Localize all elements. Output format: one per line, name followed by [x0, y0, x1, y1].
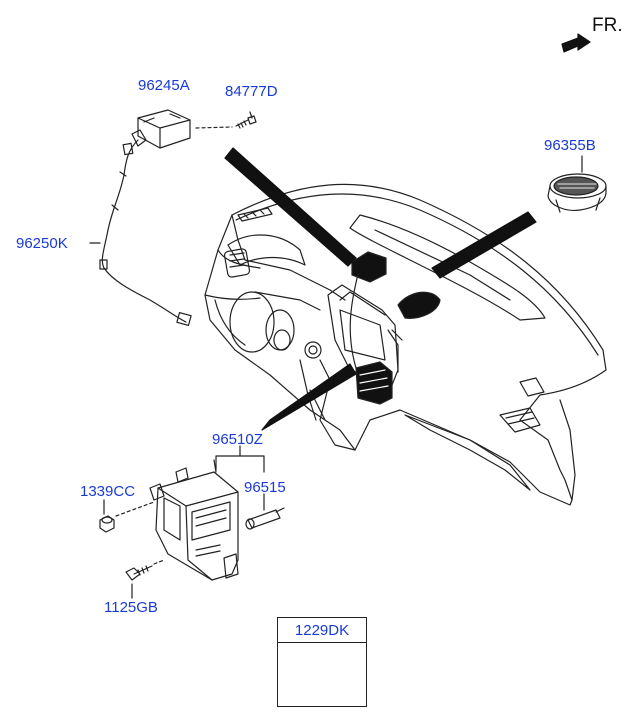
front-direction-label: FR. — [592, 15, 623, 36]
box-divider — [278, 642, 366, 643]
callout-96245A[interactable]: 96245A — [138, 77, 190, 94]
nut-1339CC — [99, 499, 155, 533]
sensor-96515 — [245, 493, 285, 530]
front-direction-arrow-icon — [561, 33, 591, 53]
part-1229DK-box: 1229DK — [277, 617, 367, 707]
callout-96250K[interactable]: 96250K — [16, 235, 68, 252]
dash-speaker-grille — [397, 291, 441, 319]
module-harness-wire — [349, 273, 359, 369]
control-unit-96510Z — [149, 459, 239, 581]
dashboard-panel — [204, 183, 607, 506]
speaker-96355B — [547, 155, 607, 213]
callout-1339CC[interactable]: 1339CC — [80, 483, 136, 500]
callout-96515[interactable]: 96515 — [244, 479, 286, 496]
callout-96355B[interactable]: 96355B — [544, 137, 596, 154]
callout-1125GB[interactable]: 1125GB — [104, 599, 158, 616]
mounted-module — [351, 251, 393, 405]
callout-1229DK[interactable]: 1229DK — [294, 622, 350, 639]
location-pointers — [224, 147, 537, 431]
callout-96510Z[interactable]: 96510Z — [212, 431, 263, 448]
sensor-module-96245A — [131, 109, 191, 149]
screw-84777D — [195, 111, 257, 129]
harness-96250K — [89, 139, 192, 326]
callout-bracket-96510Z — [215, 445, 265, 473]
bolt-1125GB — [125, 559, 165, 599]
callout-84777D[interactable]: 84777D — [225, 83, 278, 100]
